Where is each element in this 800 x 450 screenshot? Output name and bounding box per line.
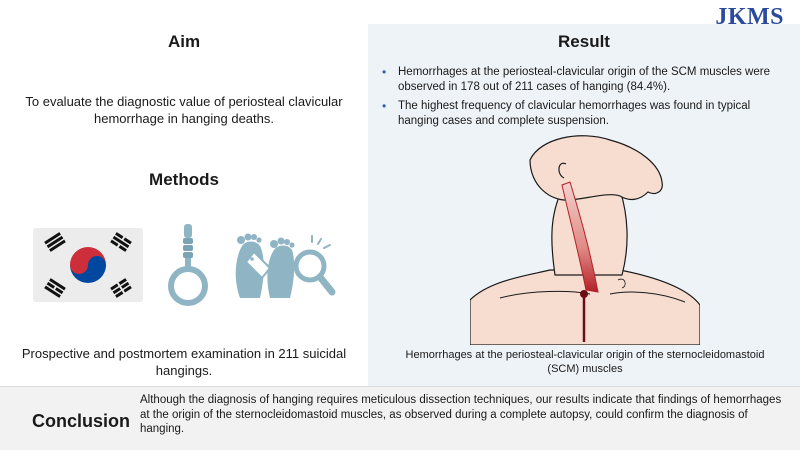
result-bullet-1-text: Hemorrhages at the periosteal-clavicular… <box>398 66 770 93</box>
result-bullet-list: • Hemorrhages at the periosteal-clavicul… <box>378 65 790 133</box>
aim-text: To evaluate the diagnostic value of peri… <box>25 94 343 126</box>
korean-flag-icon <box>33 228 143 302</box>
conclusion-bar <box>0 386 800 450</box>
aim-title: Aim <box>167 32 201 51</box>
illustration-caption: Hemorrhages at the periosteal-clavicular… <box>405 349 765 375</box>
conclusion-text: Although the diagnosis of hanging requir… <box>140 394 782 435</box>
methods-title: Methods <box>149 170 219 189</box>
top-bar <box>0 0 800 24</box>
feet-with-tag-magnifier-icon <box>235 233 336 298</box>
neck-anatomy-illustration <box>470 135 700 345</box>
result-bullet-2: • The highest frequency of clavicular he… <box>378 99 790 128</box>
bullet-marker: • <box>382 99 387 113</box>
result-bullet-1: • Hemorrhages at the periosteal-clavicul… <box>378 65 790 94</box>
result-bullet-2-text: The highest frequency of clavicular hemo… <box>398 100 751 127</box>
result-title: Result <box>558 32 610 51</box>
left-panel <box>0 24 368 386</box>
bullet-marker: • <box>382 65 387 79</box>
methods-text: Prospective and postmortem examination i… <box>21 346 347 378</box>
noose-icon <box>168 224 208 306</box>
conclusion-label: Conclusion <box>32 411 130 431</box>
